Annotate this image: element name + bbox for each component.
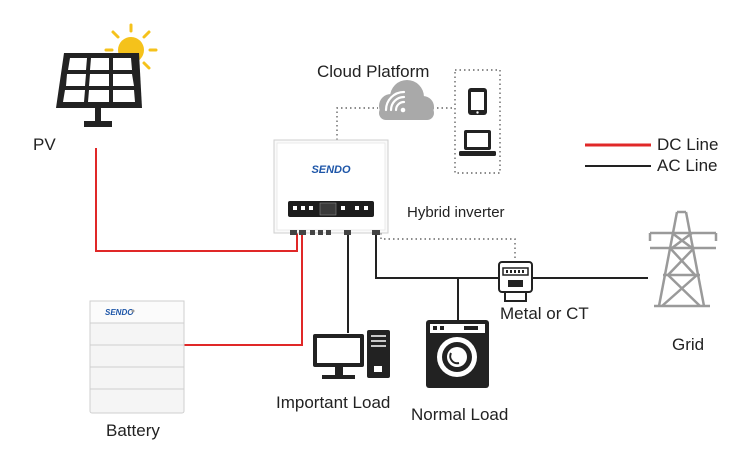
battery-icon: SENDO (89, 300, 185, 414)
grid-label: Grid (672, 335, 705, 354)
legend-lines (585, 143, 651, 167)
legend-ac-label: AC Line (657, 156, 718, 175)
normal-load-label: Normal Load (411, 405, 509, 424)
cloud-wifi-icon (379, 80, 434, 120)
legend-dc-label: DC Line (657, 135, 719, 154)
inverter-cloud-link (336, 107, 378, 140)
battery-brand-logo: SENDO (105, 308, 134, 317)
solar-panel-icon (56, 53, 142, 127)
power-tower-icon (648, 210, 718, 308)
ac-lines (347, 233, 648, 333)
meter-label: Metal or CT (500, 304, 589, 323)
inverter-brand-logo: SENDO (311, 164, 351, 176)
devices-dotted-box (454, 69, 501, 174)
laptop-icon (459, 130, 496, 156)
hybrid-inverter: SENDO (273, 139, 389, 235)
battery-dc-line (184, 233, 303, 346)
pc-monitor-icon (313, 334, 364, 379)
important-load-label: Important Load (276, 393, 391, 412)
washing-machine-icon (426, 320, 489, 388)
hybrid-inverter-label: Hybrid inverter (407, 204, 505, 221)
pv-label: PV (33, 135, 56, 154)
cloud-platform-label: Cloud Platform (317, 62, 430, 81)
smartphone-icon (468, 88, 487, 115)
electric-meter-icon (498, 261, 533, 302)
pv-dc-line (95, 148, 298, 252)
pc-tower-icon (367, 330, 390, 378)
grid-ac-line (375, 233, 648, 279)
battery-label: Battery (106, 421, 160, 440)
inverter-meter-link (380, 233, 516, 262)
dc-lines (95, 148, 303, 346)
